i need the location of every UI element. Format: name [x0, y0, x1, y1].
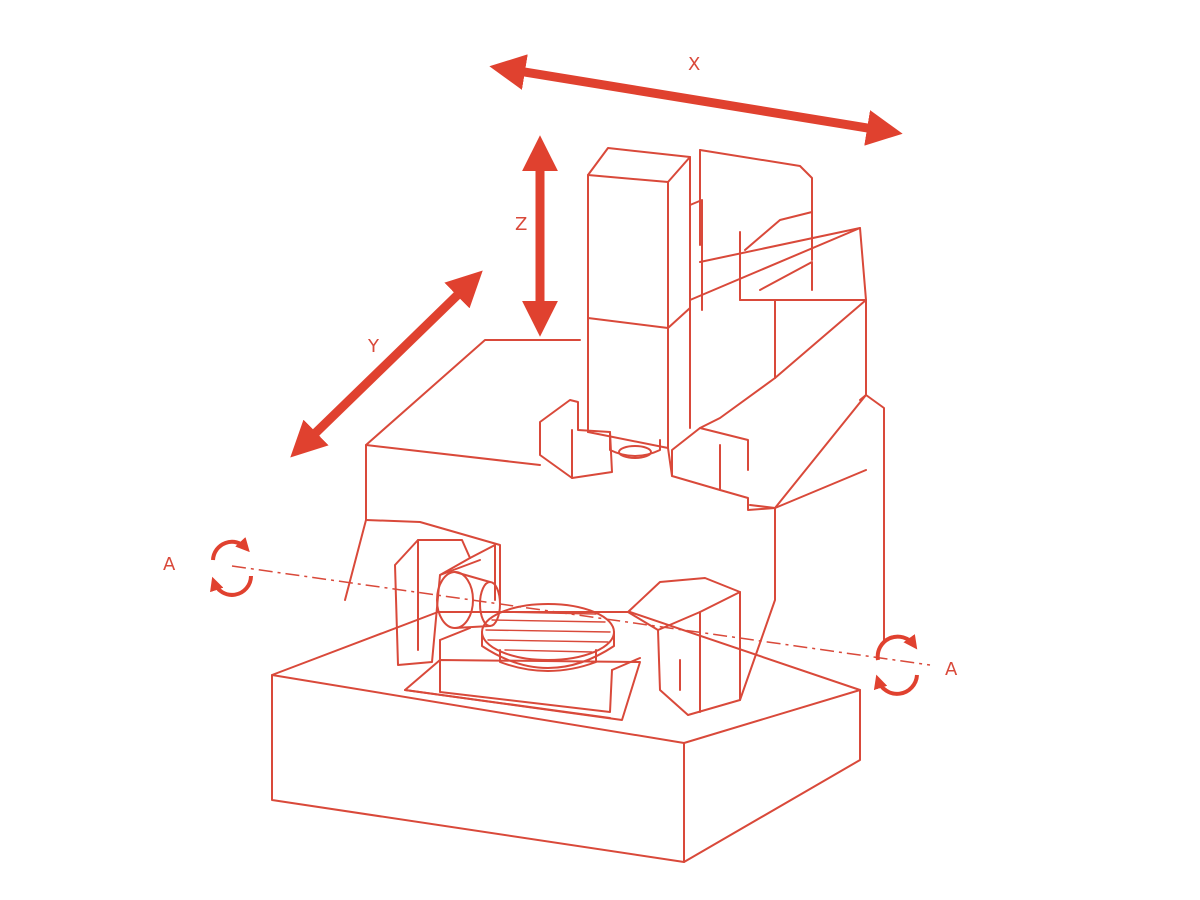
machine-base: [271, 611, 861, 863]
a-axis-rotation-icon-left: [210, 537, 253, 597]
x-axis-arrow: [489, 54, 903, 146]
a-axis-rotation-icon-right: [873, 634, 919, 696]
z-axis-label: Z: [515, 214, 527, 235]
spindle-guards: [539, 377, 776, 511]
spindle-head: [587, 147, 703, 459]
machine-drawing: [271, 147, 885, 863]
trunnion-assembly: [394, 539, 741, 721]
x-axis-carriage: [689, 149, 867, 509]
y-axis-label: Y: [367, 336, 380, 357]
a-axis-label-right: A: [945, 659, 958, 680]
a-axis-centerline: [231, 565, 931, 666]
x-axis-label: X: [688, 54, 700, 75]
axis-markers: X Z Y A A: [163, 54, 958, 696]
a-axis-label-left: A: [163, 554, 176, 575]
y-axis-arrow: [290, 270, 483, 458]
